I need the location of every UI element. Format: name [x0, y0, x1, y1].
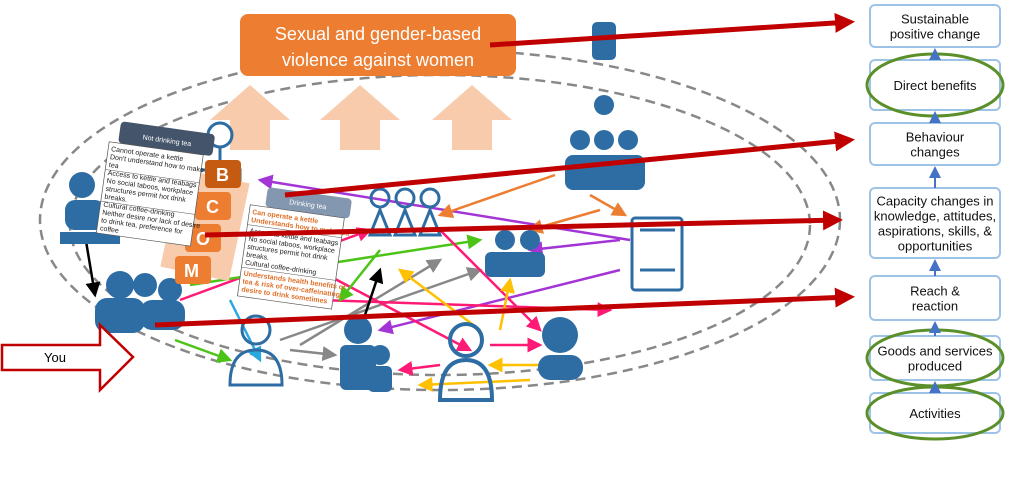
title-box: Sexual and gender-based violence against… — [240, 14, 516, 76]
outcome-text: opportunities — [898, 239, 973, 254]
people-icons — [60, 22, 684, 402]
letter-c: C — [206, 197, 219, 217]
card-drinking: Drinking tea Can operate a kettleUnderst… — [237, 187, 352, 310]
outcome-box: Activities — [865, 385, 1005, 441]
outcome-text: knowledge, attitudes, — [874, 209, 996, 224]
outcome-text: positive change — [890, 27, 980, 42]
outcome-text: Goods and services — [878, 344, 993, 359]
outcome-text: changes — [910, 145, 960, 160]
doctor-icon — [228, 314, 284, 387]
family-icon — [340, 316, 392, 392]
outcome-text: produced — [908, 359, 962, 374]
group-icon — [485, 230, 545, 277]
you-arrow: You — [0, 322, 135, 394]
card-not-drinking: Not drinking tea Cannot operate a kettle… — [95, 121, 215, 247]
women-group-icon — [367, 187, 443, 237]
outcome-text: Sustainable — [901, 12, 969, 27]
outcome-box: Direct benefits — [865, 52, 1005, 118]
letter-b: B — [216, 165, 229, 185]
outcome-text: Reach & — [910, 284, 960, 299]
you-label: You — [44, 350, 66, 365]
priest-icon — [437, 322, 495, 402]
card-line: tea — [108, 162, 119, 170]
outcome-text: Direct benefits — [893, 78, 977, 93]
letter-o: O — [196, 229, 210, 249]
outcome-text: Activities — [909, 406, 961, 421]
card-line: breaks. — [246, 252, 270, 262]
outcome-text: aspirations, skills, & — [878, 224, 992, 239]
up-arrows — [210, 85, 512, 150]
outcome-text: Behaviour — [906, 130, 965, 145]
title-line2: violence against women — [282, 50, 474, 70]
card-line: breaks. — [104, 194, 128, 204]
letter-m: M — [184, 261, 199, 281]
card-line: coffee — [99, 225, 119, 235]
cook-icon — [538, 317, 583, 380]
newspaper-icon — [630, 216, 684, 292]
teacher-icon — [60, 172, 120, 244]
red-arrows — [154, 12, 855, 328]
outcome-text: reaction — [912, 299, 958, 314]
title-line1: Sexual and gender-based — [275, 24, 481, 44]
outcome-box: Reach &reaction — [869, 275, 1001, 321]
outcome-text: Capacity changes in — [876, 194, 993, 209]
